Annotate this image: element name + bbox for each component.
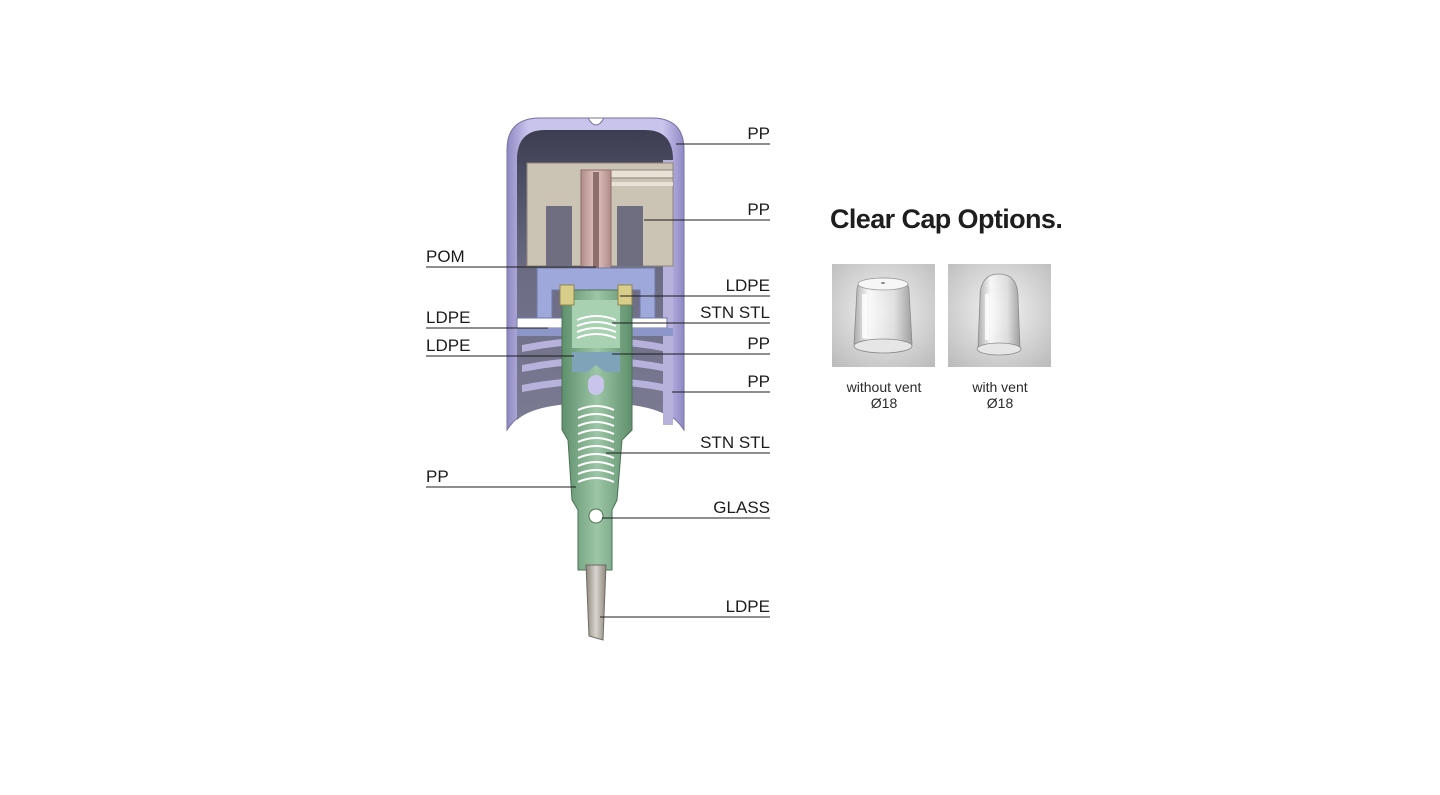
cap-options-title: Clear Cap Options.: [830, 204, 1063, 234]
overcap-top-notch: [587, 117, 605, 126]
cap-option-without-vent: without vent Ø18: [832, 264, 936, 411]
cap-caption-without-vent: without vent Ø18: [846, 379, 922, 411]
callout-label-left: PP: [426, 467, 449, 486]
callout-label-left: LDPE: [426, 308, 470, 327]
callout-label-right: LDPE: [726, 276, 770, 295]
overcap-inner-wall: [663, 160, 673, 425]
clear-cap-without-vent-icon: [832, 264, 935, 367]
callout-lines: [426, 143, 770, 618]
callout-label-right: PP: [747, 372, 770, 391]
callout-label-right: PP: [747, 124, 770, 143]
glass-ball-icon: [588, 508, 604, 524]
spring-icon: [577, 405, 615, 483]
callout-labels: PP PP LDPE STN STL PP PP STN STL GLASS LDPE POM LD…: [426, 124, 770, 616]
cap-option-with-vent: with vent Ø18: [948, 264, 1052, 411]
callout-label-left: LDPE: [426, 336, 470, 355]
callout-label-right: GLASS: [713, 498, 770, 517]
callout-label-left: POM: [426, 247, 465, 266]
dip-tube: [585, 564, 607, 641]
callout-label-right: PP: [747, 200, 770, 219]
callout-label-right: LDPE: [726, 597, 770, 616]
callout-label-right: STN STL: [700, 433, 770, 452]
cap-caption-with-vent: with vent Ø18: [972, 379, 1028, 411]
spring-icon: [576, 315, 617, 339]
callout-label-right: PP: [747, 334, 770, 353]
pump-illustration: [506, 117, 685, 641]
callout-label-right: STN STL: [700, 303, 770, 322]
clear-cap-with-vent-icon: [948, 264, 1051, 367]
